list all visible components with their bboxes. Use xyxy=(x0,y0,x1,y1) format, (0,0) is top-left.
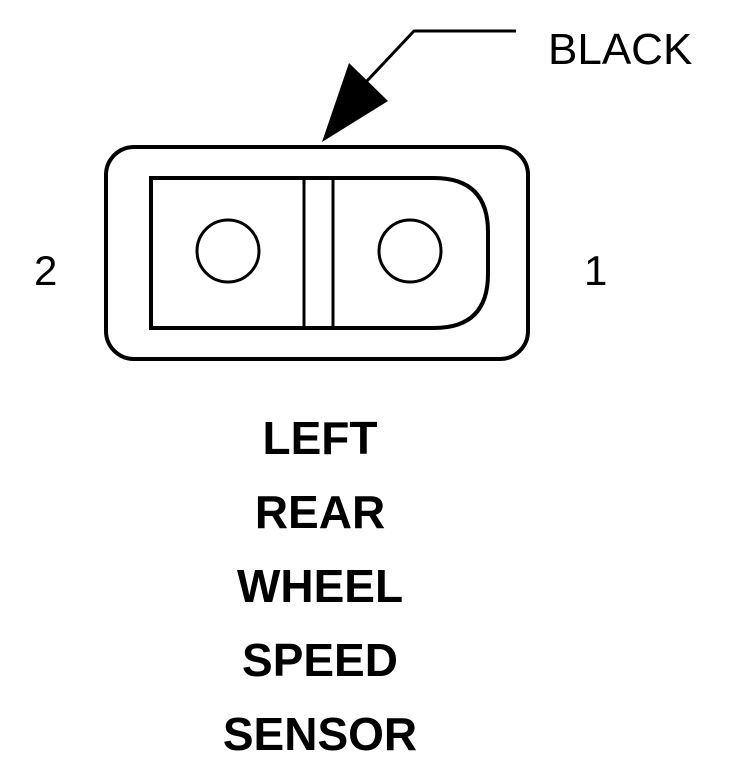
connector-color-label: BLACK xyxy=(548,25,693,74)
terminal-pin-2 xyxy=(195,218,261,284)
callout-arrowhead xyxy=(322,63,388,142)
terminal-pin-1 xyxy=(377,218,443,284)
connector-drawing xyxy=(104,29,530,361)
title-line-3: WHEEL xyxy=(236,560,404,612)
title-line-5: SENSOR xyxy=(222,708,418,760)
title-line-1: LEFT xyxy=(262,412,378,464)
title-line-2: REAR xyxy=(254,486,386,538)
pin-2-label: 2 xyxy=(34,247,58,294)
pin-1-label: 1 xyxy=(584,247,608,294)
component-title: LEFT REAR WHEEL SPEED SENSOR xyxy=(160,408,480,778)
callout-leader-line xyxy=(364,29,516,84)
title-line-4: SPEED xyxy=(242,634,398,686)
terminal-cavity xyxy=(149,176,490,330)
